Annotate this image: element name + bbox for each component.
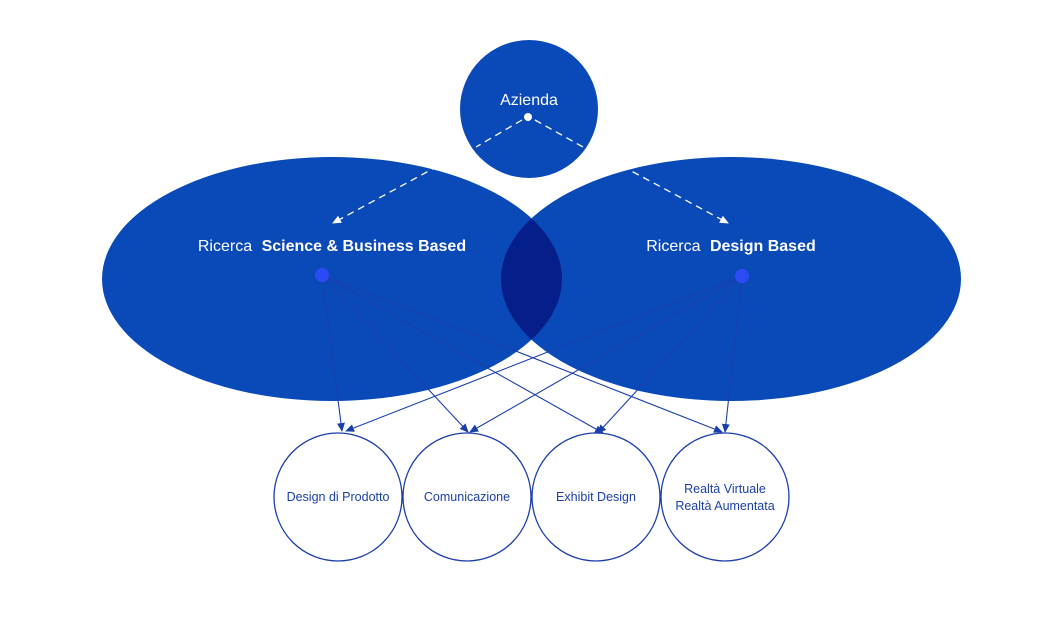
arrow-design-to-comunicazione xyxy=(469,275,743,433)
outcome-circle-realta-virtuale xyxy=(660,432,790,562)
company-to-design-arrow xyxy=(621,165,729,224)
arrow-science-to-realta-virtuale xyxy=(321,274,723,433)
research-science-business-prefix: Ricerca xyxy=(198,238,252,255)
company-to-right-dash xyxy=(534,119,584,148)
design-node-dot xyxy=(735,269,749,283)
research-design-prefix: Ricerca xyxy=(646,238,700,255)
arrow-design-to-design-di-prodotto xyxy=(345,275,743,432)
research-science-business-emphasis: Science & Business Based xyxy=(262,238,467,255)
research-science-business-label: Ricerca Science & Business Based xyxy=(198,238,466,255)
outcome-circle-comunicazione xyxy=(402,432,532,562)
arrow-science-to-design-di-prodotto xyxy=(321,274,345,432)
outcome-circle-design-di-prodotto xyxy=(273,432,403,562)
research-design-label: Ricerca Design Based xyxy=(646,238,816,255)
company-label: Azienda xyxy=(500,92,558,109)
company-to-left-dash xyxy=(475,119,523,148)
arrow-design-to-realta-virtuale xyxy=(721,275,743,433)
outcome-label-realta-aumentata: Realtà Aumentata xyxy=(675,499,774,513)
arrow-design-to-exhibit-design xyxy=(597,275,743,434)
science-node-dot xyxy=(315,268,329,282)
outcome-label-exhibit-design: Exhibit Design xyxy=(556,490,636,504)
outcome-label-realta-virtuale: Realtà Virtuale xyxy=(684,482,766,496)
research-design-ellipse xyxy=(501,157,961,401)
company-circle xyxy=(460,40,598,178)
company-node-dot xyxy=(524,113,532,121)
outcome-label-design-di-prodotto: Design di Prodotto xyxy=(287,490,390,504)
arrow-science-to-comunicazione xyxy=(321,274,469,433)
research-design-emphasis: Design Based xyxy=(710,238,816,255)
outcome-label-comunicazione: Comunicazione xyxy=(424,490,510,504)
company-to-science-arrow xyxy=(332,165,439,224)
arrow-science-to-exhibit-design xyxy=(321,274,604,434)
